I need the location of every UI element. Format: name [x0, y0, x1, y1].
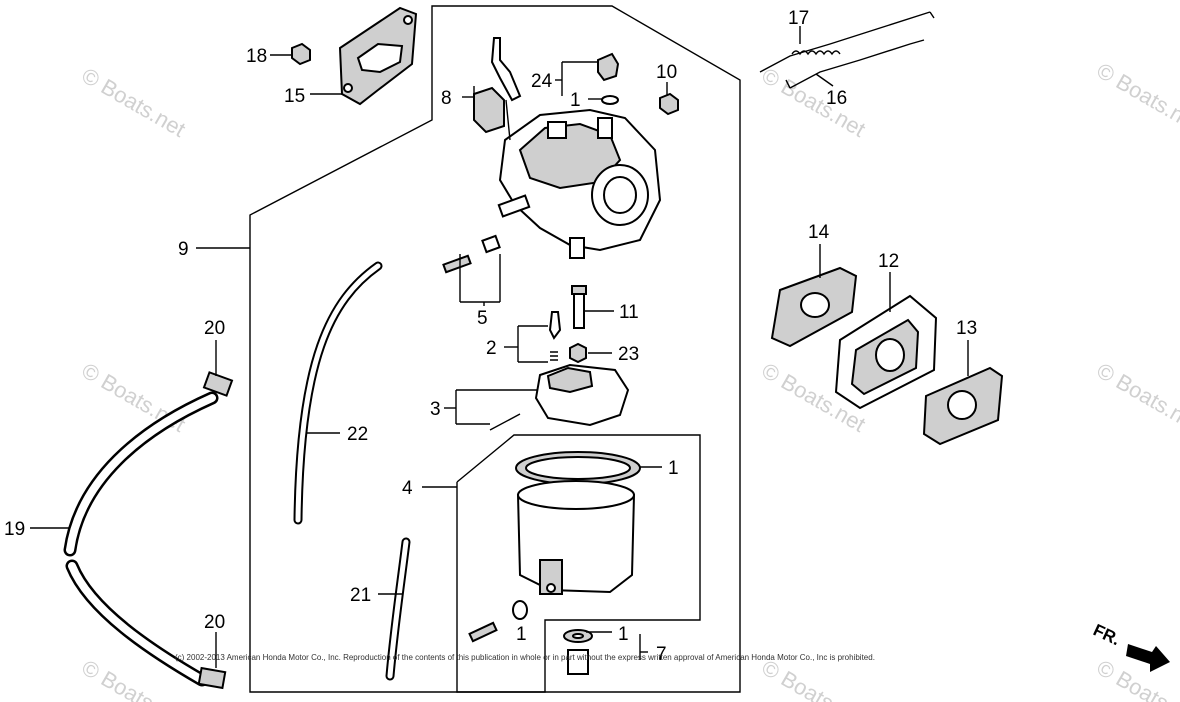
callout-10: 10 [656, 62, 677, 83]
watermark: © Boats.net [78, 63, 190, 142]
pilot-screw-part [442, 234, 501, 274]
callout-2: 2 [486, 338, 497, 359]
callout-22: 22 [347, 424, 368, 445]
carburetor-body [497, 108, 662, 259]
gasket-part [770, 266, 858, 348]
arrow-icon [1126, 644, 1170, 672]
callout-5: 5 [477, 308, 488, 329]
copyright-notice: (c) 2002-2013 American Honda Motor Co., … [175, 653, 875, 662]
callout-16: 16 [826, 88, 847, 109]
insulator-part [338, 6, 418, 106]
leader-lines [30, 26, 969, 668]
callout-11: 11 [619, 302, 639, 323]
front-label: FR. [1090, 620, 1123, 649]
callout-21: 21 [350, 585, 371, 606]
throttle-rod-part [759, 11, 935, 89]
callout-23: 23 [618, 344, 639, 365]
callout-8: 8 [441, 88, 452, 109]
drain-screw-part [468, 600, 528, 643]
choke-knob-part [597, 52, 620, 82]
callout-20b: 20 [204, 612, 225, 633]
watermark: © Boats.net [758, 63, 870, 142]
flange-nut-part [291, 42, 311, 66]
choke-lever-part [473, 37, 522, 141]
callout-4: 4 [402, 478, 413, 499]
float-part [489, 363, 630, 431]
callout-12: 12 [878, 251, 899, 272]
callout-20a: 20 [204, 318, 225, 339]
watermark: © Boats.net [1093, 58, 1180, 137]
callout-1: 1 [570, 90, 581, 111]
watermark: © Boats.net [1093, 358, 1180, 437]
callout-15: 15 [284, 86, 305, 107]
float-chamber-part [516, 480, 636, 595]
callout-1c: 1 [516, 624, 527, 645]
nut-part [659, 92, 679, 116]
callout-13: 13 [956, 318, 977, 339]
callout-labels: 18 15 8 24 1 10 17 16 9 5 11 2 23 3 4 1 … [4, 8, 977, 665]
callout-14: 14 [808, 222, 830, 243]
float-chamber-outline [456, 434, 701, 693]
float-valve-part [548, 311, 562, 361]
drain-bolt-part [563, 629, 593, 675]
callout-1d: 1 [618, 624, 629, 645]
carburetor-insulator-part [834, 294, 938, 410]
tube-clip-part [197, 371, 234, 690]
callout-3: 3 [430, 399, 441, 420]
callout-1b: 1 [668, 458, 679, 479]
o-ring-part [601, 95, 619, 105]
callout-19: 19 [4, 519, 25, 540]
main-nozzle-part [569, 285, 587, 364]
callout-7: 7 [656, 644, 667, 665]
insulator-gasket-part [922, 366, 1004, 446]
callout-24: 24 [531, 71, 553, 92]
callout-18: 18 [246, 46, 267, 67]
callout-17: 17 [788, 8, 809, 29]
callout-9: 9 [178, 239, 189, 260]
fuel-hose-part [63, 391, 219, 557]
